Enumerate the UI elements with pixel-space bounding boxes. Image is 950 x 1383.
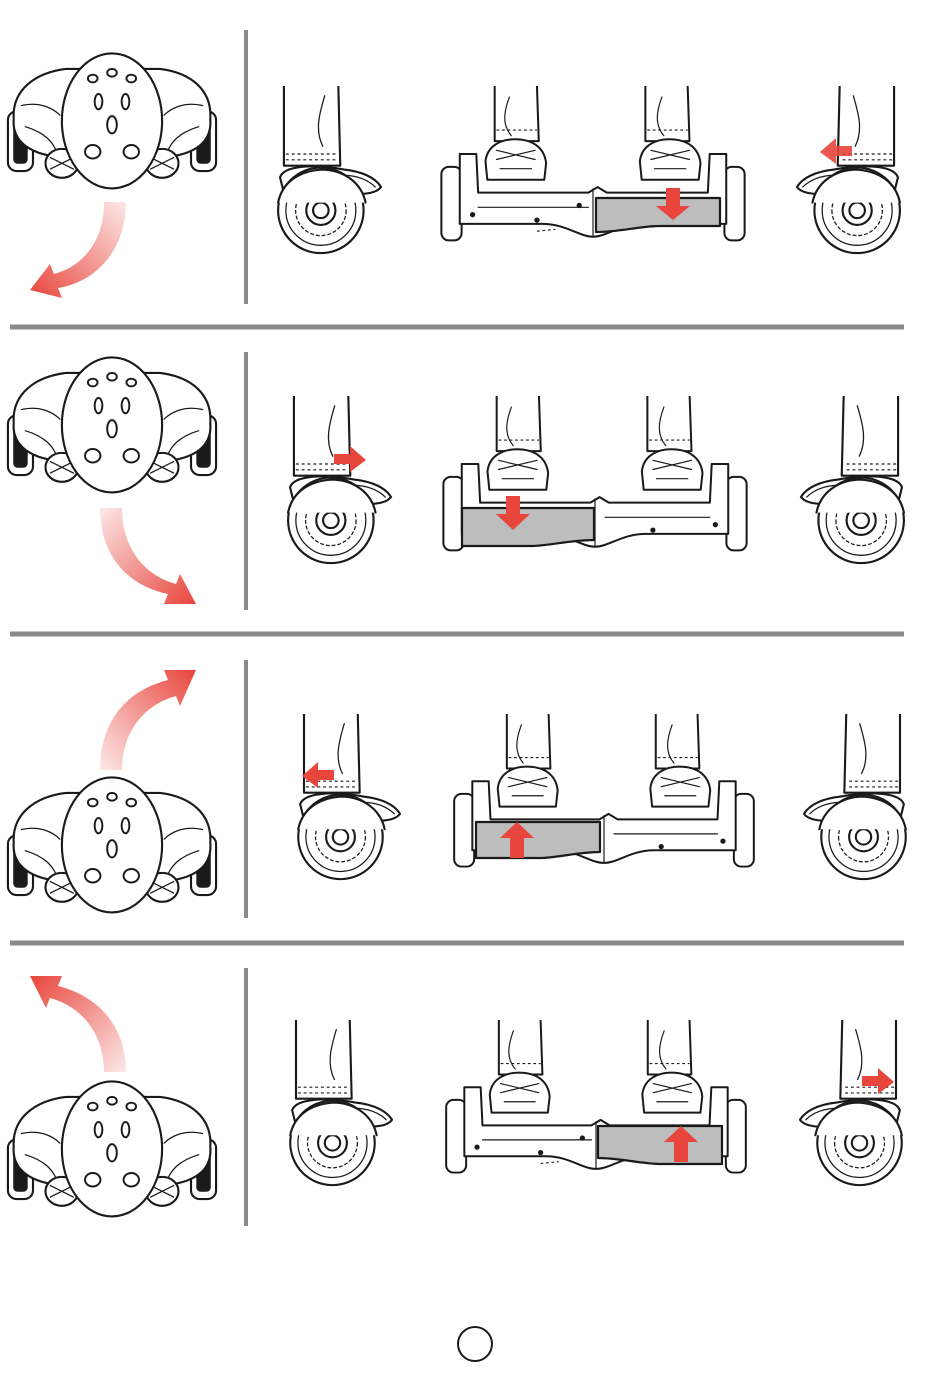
hoverboard-wheel-icon <box>804 714 906 879</box>
helmet-rider-top-view-icon <box>8 357 216 492</box>
row-turn-right <box>8 357 904 604</box>
row-reverse-right <box>8 976 902 1216</box>
curved-turn-arrow-icon <box>30 202 126 298</box>
curved-turn-arrow-icon <box>100 670 196 770</box>
hoverboard-board-icon <box>446 1020 746 1173</box>
hoverboard-wheel-icon <box>797 86 900 253</box>
row-reverse-left <box>8 670 906 912</box>
hoverboard-wheel-icon <box>298 714 400 879</box>
hoverboard-board-icon <box>441 86 744 240</box>
hoverboard-wheel-icon <box>801 396 904 563</box>
curved-turn-arrow-icon <box>100 508 196 604</box>
hoverboard-wheel-icon <box>288 396 391 563</box>
page-number-circle-icon <box>458 1327 492 1361</box>
helmet-rider-top-view-icon <box>8 53 216 188</box>
hoverboard-wheel-icon <box>800 1020 902 1185</box>
hoverboard-board-icon <box>443 396 746 550</box>
helmet-rider-top-view-icon <box>8 777 216 912</box>
hoverboard-wheel-icon <box>290 1020 392 1185</box>
curved-turn-arrow-icon <box>30 976 126 1072</box>
row-turn-left <box>8 53 900 298</box>
hoverboard-wheel-icon <box>278 86 381 253</box>
hoverboard-board-icon <box>454 714 754 867</box>
helmet-rider-top-view-icon <box>8 1081 216 1216</box>
